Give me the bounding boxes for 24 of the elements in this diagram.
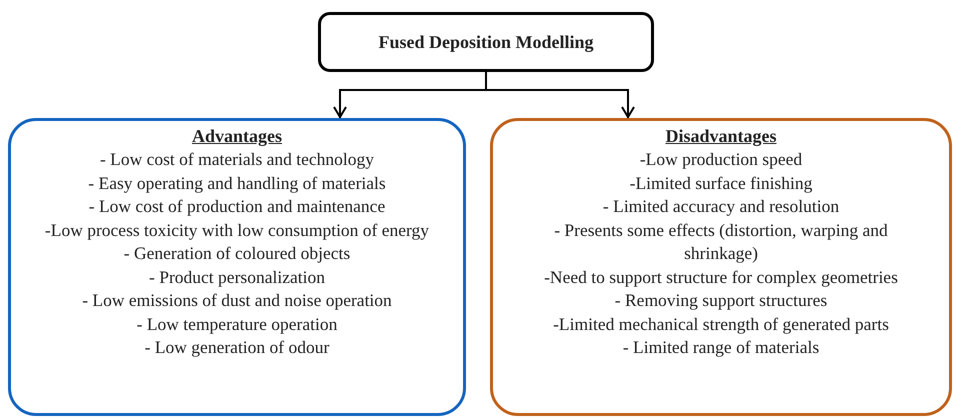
list-item: - Generation of coloured objects [122, 242, 352, 265]
list-item: - Limited range of materials [622, 336, 820, 359]
section-heading: Disadvantages [665, 125, 776, 148]
section-heading: Advantages [192, 125, 282, 148]
disadvantages-box [490, 118, 952, 416]
list-item: - Low cost of materials and technology [98, 148, 376, 171]
title-text: Fused Deposition Modelling [378, 30, 594, 54]
arrow [485, 72, 635, 118]
list-item: - Low generation of odour [144, 336, 330, 359]
title-box [318, 12, 654, 72]
list-item: - Limited accuracy and resolution [602, 195, 840, 218]
list-item: - Easy operating and handling of materials [87, 172, 387, 195]
list-item: - Low cost of production and maintenance [88, 195, 386, 218]
list-item: -Limited mechanical strength of generated parts [552, 312, 890, 336]
list-item: - Low temperature operation [136, 312, 338, 336]
list-item: -Limited surface finishing [628, 172, 814, 195]
list-item: -Low process toxicity with low consumption of energy [44, 218, 430, 242]
list-item: -Low production speed [638, 148, 804, 171]
list-item: - Presents some effects (distortion, warping and shrinkage) [553, 218, 889, 265]
list-item: -Need to support structure for complex geometries [543, 266, 899, 289]
list-item: - Product personalization [148, 266, 326, 289]
list-item: - Removing support structures [614, 289, 828, 312]
advantages-box [8, 118, 466, 416]
list-item: - Low emissions of dust and noise operation [81, 289, 393, 312]
